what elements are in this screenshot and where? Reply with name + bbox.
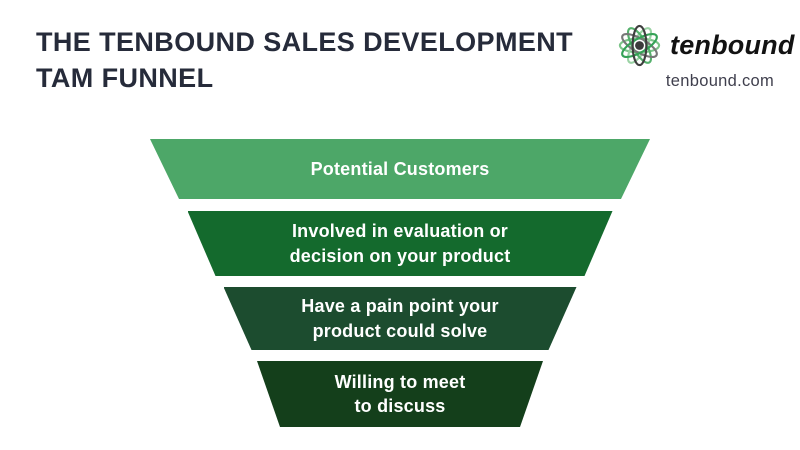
page-title-line2: TAM FUNNEL	[36, 63, 214, 93]
logo-row: tenbound	[616, 22, 794, 69]
funnel-tier-label: Potential Customers	[310, 158, 490, 179]
brand-website: tenbound.com	[665, 72, 775, 90]
funnel-tier-label: Willing to meet to discuss	[334, 371, 466, 416]
page-title-line1: THE TENBOUND SALES DEVELOPMENT	[36, 27, 574, 57]
tenbound-logo: tenbound tenbound.com	[616, 22, 794, 91]
funnel-tier-involved-in-evaluation: Involved in evaluation or decision on yo…	[188, 211, 613, 276]
funnel-tier-label: Involved in evaluation or decision on yo…	[289, 221, 511, 266]
page-title: THE TENBOUND SALES DEVELOPMENT TAM FUNNE…	[36, 24, 573, 96]
atom-flower-icon	[618, 24, 661, 67]
funnel-tier-willing-to-meet: Willing to meet to discuss	[257, 361, 543, 427]
brand-wordmark: tenbound	[670, 30, 795, 60]
funnel-tier-pain-point: Have a pain point your product could sol…	[224, 287, 577, 350]
tam-funnel: Potential Customers Involved in evaluati…	[0, 139, 800, 427]
funnel-tier-label: Have a pain point your product could sol…	[301, 296, 499, 341]
funnel-tier-potential-customers: Potential Customers	[150, 139, 650, 199]
